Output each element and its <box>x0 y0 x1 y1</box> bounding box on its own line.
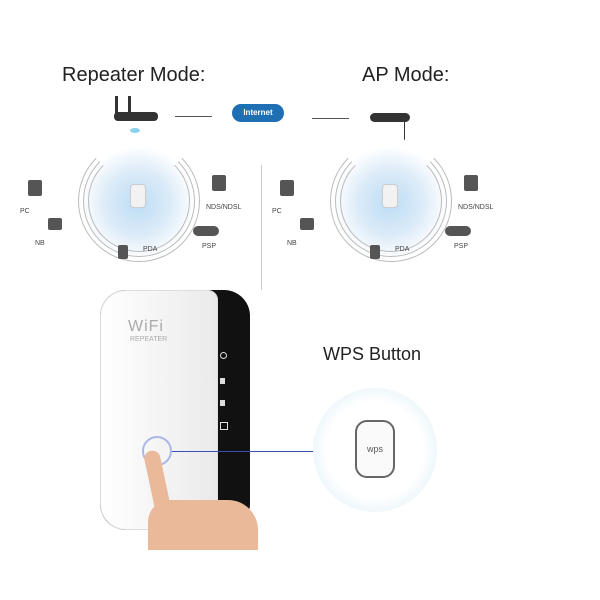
ap-router-icon <box>370 113 410 122</box>
wps-button-closeup: wps <box>355 420 395 478</box>
internet-cloud-icon: Internet <box>232 104 284 122</box>
psp-icon <box>193 226 219 236</box>
pda-label: PDA <box>143 246 158 253</box>
connector-line <box>175 116 212 117</box>
wps-button-label: WPS Button <box>323 344 422 364</box>
wifi-led-icon <box>220 378 225 384</box>
wifi-logo: WiFi <box>128 318 164 335</box>
nb-label: NB <box>287 240 297 247</box>
nds-icon <box>212 175 226 191</box>
nds-label: NDS/NDSL <box>458 204 494 211</box>
notebook-icon <box>48 218 62 230</box>
pc-label: PC <box>20 208 30 215</box>
nds-label: NDS/NDSL <box>206 204 242 211</box>
router-antenna <box>128 96 131 114</box>
power-led-icon <box>220 352 227 359</box>
notebook-icon <box>300 218 314 230</box>
divider <box>261 165 262 290</box>
nds-icon <box>464 175 478 191</box>
pda-icon <box>118 245 128 259</box>
lan-led-icon <box>220 422 228 430</box>
pda-icon <box>370 245 380 259</box>
repeater-logo: REPEATER <box>130 336 168 343</box>
psp-label: PSP <box>202 243 217 250</box>
ap-mode-title: AP Mode: <box>362 64 450 86</box>
router-icon <box>114 112 158 121</box>
pda-label: PDA <box>395 246 410 253</box>
pc-icon <box>28 180 42 196</box>
pc-label: PC <box>272 208 282 215</box>
wps-led-icon <box>220 400 225 406</box>
repeater-mode-title: Repeater Mode: <box>62 64 206 86</box>
pc-icon <box>280 180 294 196</box>
callout-line <box>172 451 327 452</box>
repeater-device-icon <box>130 184 146 208</box>
hand <box>148 500 258 550</box>
psp-icon <box>445 226 471 236</box>
connector-line <box>312 118 349 119</box>
ap-device-icon <box>382 184 398 208</box>
psp-label: PSP <box>454 243 469 250</box>
wifi-signal-icon <box>130 128 140 133</box>
router-antenna <box>115 96 118 114</box>
nb-label: NB <box>35 240 45 247</box>
